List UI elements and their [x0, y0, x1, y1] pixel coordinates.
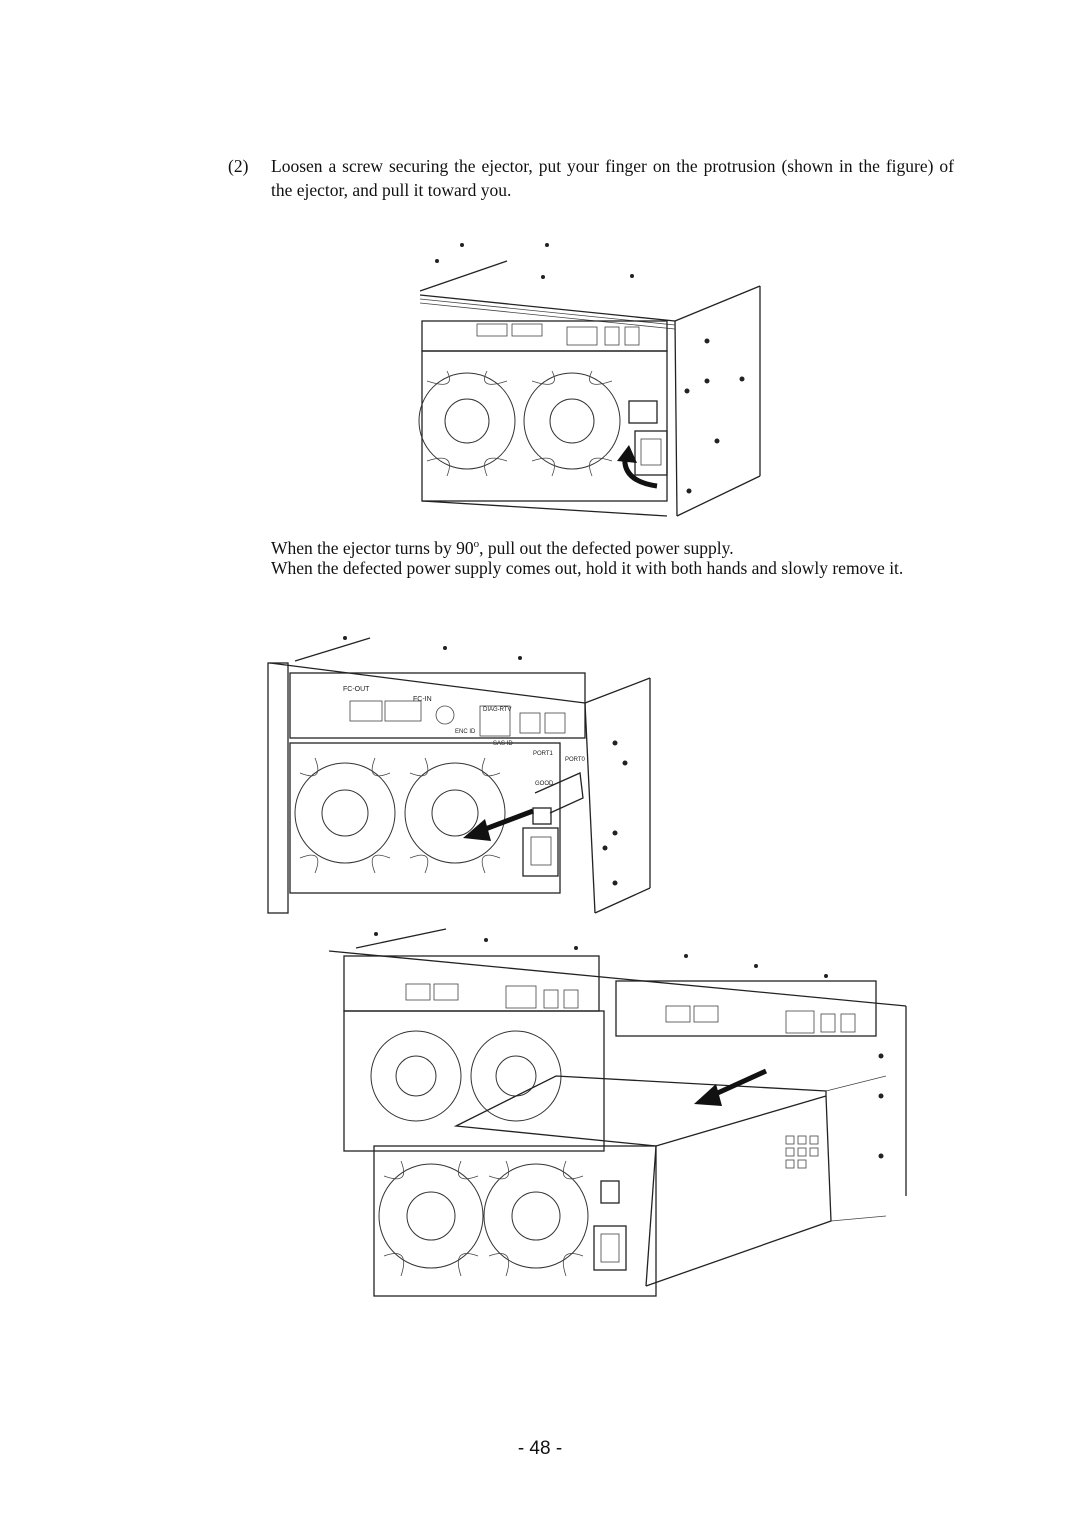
- page-number: - 48 -: [517, 1438, 563, 1459]
- step-instruction: Loosen a screw securing the ejector, put…: [271, 156, 954, 200]
- label-good: GOOD: [535, 781, 554, 787]
- label-enc-id: ENC ID: [455, 729, 476, 735]
- figure-supply-removed: [326, 926, 908, 1298]
- label-fc-in: FC-IN: [413, 696, 432, 703]
- paragraph-remove-supply: When the defected power supply comes out…: [271, 558, 904, 578]
- figure-pull-out-supply: FC-OUT FC-IN ENC ID DIAG-RTV SAS ID PORT…: [265, 633, 655, 923]
- label-fc-out: FC-OUT: [343, 686, 370, 693]
- step-number: (2): [228, 156, 249, 176]
- label-port1: PORT1: [533, 751, 554, 757]
- label-sas-id: SAS ID: [493, 741, 513, 747]
- label-port0: PORT0: [565, 757, 586, 763]
- label-diag: DIAG-RTV: [483, 707, 512, 713]
- figure-ejector-pull: [417, 231, 763, 521]
- paragraph-ejector-turn: When the ejector turns by 90o, pull out …: [271, 537, 734, 558]
